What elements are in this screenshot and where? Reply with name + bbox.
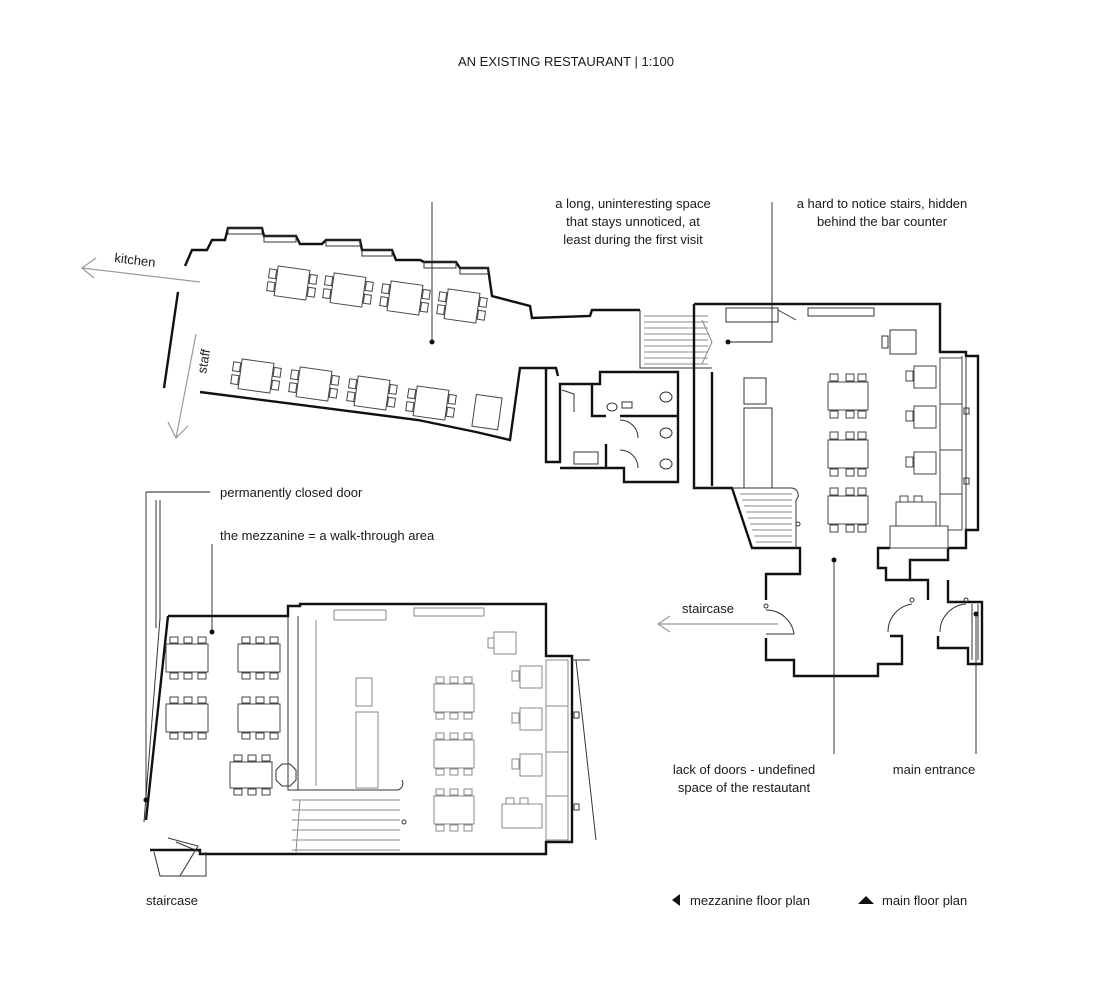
svg-text:main floor plan: main floor plan — [882, 893, 967, 908]
kitchen-label: kitchen — [114, 250, 157, 270]
svg-text:that stays unnoticed, at: that stays unnoticed, at — [566, 214, 700, 229]
main-entrance-label: main entrance — [893, 762, 975, 777]
staff-label: staff — [194, 348, 213, 375]
svg-text:space of the restautant: space of the restautant — [678, 780, 811, 795]
dining-tables-upper — [266, 265, 488, 324]
triangle-left-icon — [672, 894, 680, 906]
annotation-long-space: a long, uninteresting space that stays u… — [429, 196, 711, 345]
lower-floor-tables-ghost — [433, 631, 569, 841]
toilets — [544, 368, 680, 484]
staircase-label-main: staircase — [682, 601, 734, 616]
mezzanine-floor-plan — [143, 500, 597, 877]
annotation-main-entrance: main entrance — [893, 611, 979, 777]
svg-text:behind the bar counter: behind the bar counter — [817, 214, 948, 229]
staircase-arrow — [656, 615, 778, 633]
svg-text:permanently closed door: permanently closed door — [220, 485, 363, 500]
svg-text:mezzanine floor plan: mezzanine floor plan — [690, 893, 810, 908]
main-floor-plan: kitchen staff staircase — [81, 226, 984, 678]
main-hall-tables — [827, 357, 963, 549]
annotation-mezzanine: the mezzanine = a walk-through area — [209, 528, 435, 635]
annotation-hidden-stairs: a hard to notice stairs, hidden behind t… — [725, 196, 968, 345]
svg-text:least during the first visit: least during the first visit — [563, 232, 703, 247]
svg-text:the mezzanine = a walk-through: the mezzanine = a walk-through area — [220, 528, 435, 543]
annotation-lack-of-doors: lack of doors - undefined space of the r… — [673, 557, 837, 795]
annotation-closed-door: permanently closed door — [143, 485, 363, 803]
window-bays — [227, 227, 489, 275]
svg-text:a long, uninteresting space: a long, uninteresting space — [555, 196, 710, 211]
drawing-title: AN EXISTING RESTAURANT | 1:100 — [458, 54, 674, 69]
mezzanine-tables — [165, 636, 281, 796]
dining-tables-lower — [230, 358, 503, 431]
svg-text:lack of doors - undefined: lack of doors - undefined — [673, 762, 815, 777]
svg-text:a hard to notice stairs, hidde: a hard to notice stairs, hidden — [797, 196, 968, 211]
staircase-label-mezzanine: staircase — [146, 893, 198, 908]
staff-arrow — [167, 333, 197, 440]
hidden-stairs — [644, 315, 713, 365]
kitchen-arrow — [81, 257, 201, 283]
triangle-up-icon — [858, 896, 874, 904]
main-hall — [692, 302, 984, 678]
legend: mezzanine floor plan main floor plan — [672, 893, 967, 908]
